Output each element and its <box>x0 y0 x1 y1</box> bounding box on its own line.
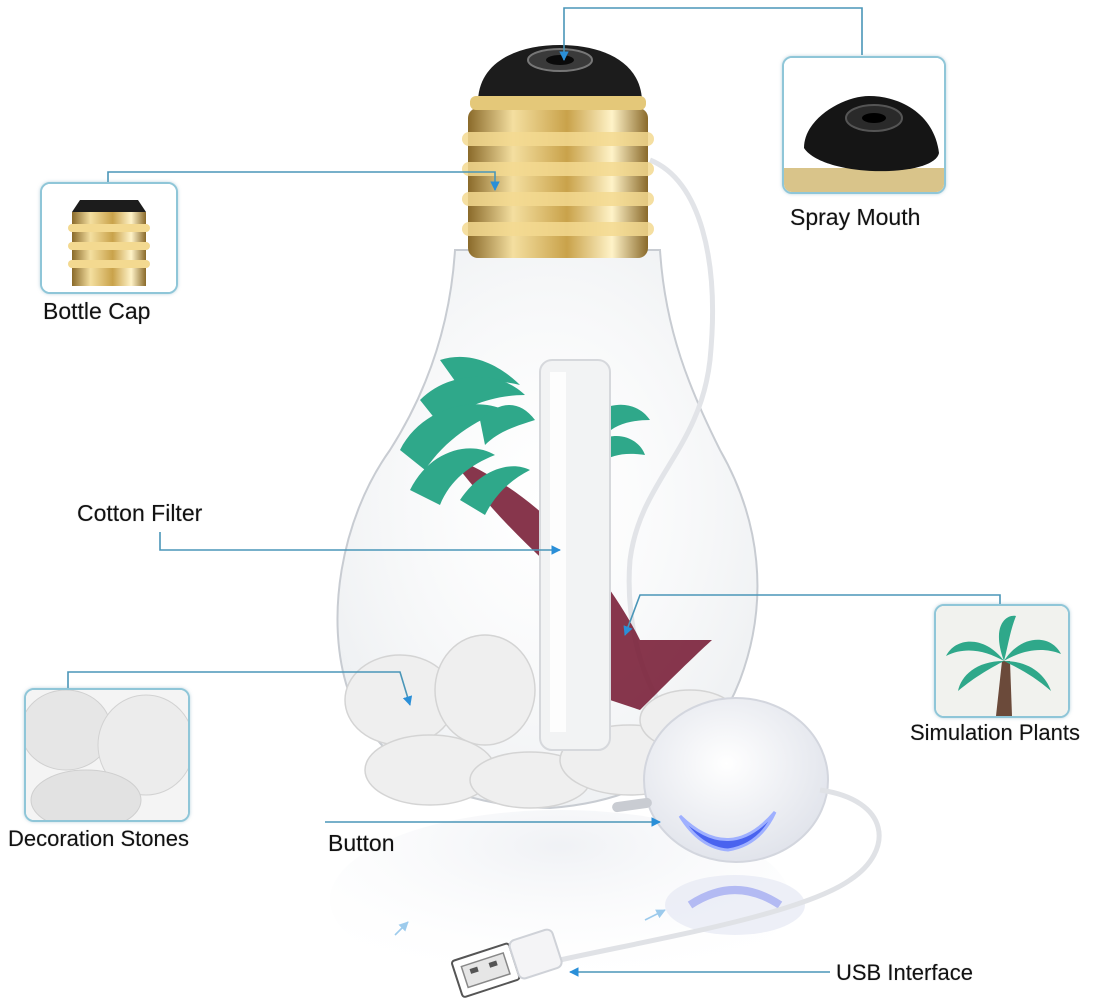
spray-mouth-thumbnail <box>782 56 946 194</box>
bottle-cap-screw <box>462 45 654 258</box>
button-ball <box>612 697 829 863</box>
power-cable-lower <box>559 787 882 963</box>
decoration-stones-label: Decoration Stones <box>8 826 189 851</box>
callout-lines <box>67 7 1001 977</box>
stones-thumbnail <box>24 688 190 822</box>
plant-foliage <box>400 356 650 515</box>
usb-interface-label: USB Interface <box>836 960 973 985</box>
cap-thumbnail <box>40 182 178 294</box>
ball-reflection <box>665 875 805 935</box>
usb-plug-icon <box>451 928 563 998</box>
plant-thumbnail <box>934 604 1070 718</box>
simulation-plants-label: Simulation Plants <box>910 720 1080 745</box>
spray-mouth-label: Spray Mouth <box>790 204 921 230</box>
floor-reflection <box>330 810 790 990</box>
cotton-filter-label: Cotton Filter <box>77 500 203 526</box>
bottle-cap-label: Bottle Cap <box>43 298 151 324</box>
button-label: Button <box>328 830 395 856</box>
